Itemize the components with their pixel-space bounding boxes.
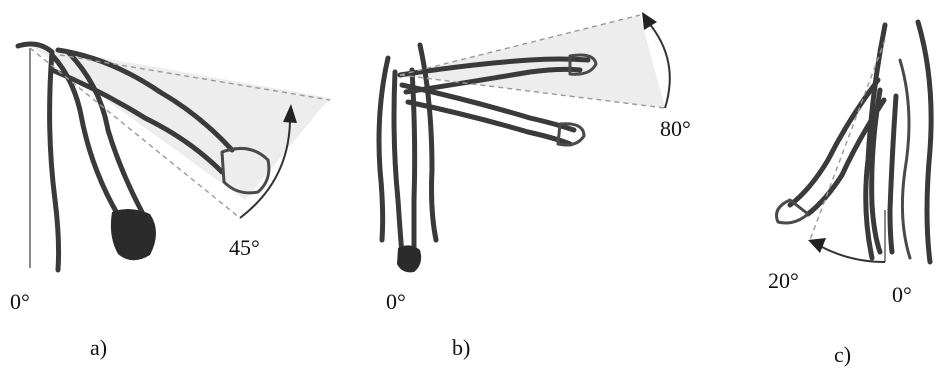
panel-a-end-angle-label: 45° <box>229 235 260 260</box>
panel-c-start-angle-label: 0° <box>892 282 912 307</box>
panel-c-end-angle-label: 20° <box>768 268 799 293</box>
panel-c-arc-arrow-icon <box>808 238 826 253</box>
panel-c-caption: c) <box>834 342 851 367</box>
panel-a-caption: a) <box>90 335 107 360</box>
panel-c-shoulder-contour <box>900 60 910 258</box>
panel-a: 45° 0° a) <box>10 44 330 360</box>
panel-b-torso-left <box>379 58 388 240</box>
panel-b-hand-rest <box>397 245 421 272</box>
panel-c-angle-arc <box>820 246 885 262</box>
panel-b-end-angle-label: 80° <box>660 116 691 141</box>
panel-b: 80° 0° b) <box>379 12 691 360</box>
panel-b-arc-arrow-icon <box>642 12 657 30</box>
panel-b-caption: b) <box>452 335 470 360</box>
panel-a-sweep-area <box>30 45 330 200</box>
panel-a-torso-outline <box>18 44 59 270</box>
panel-a-start-angle-label: 0° <box>10 289 30 314</box>
panel-c-hand-extended <box>777 200 809 223</box>
panel-b-start-angle-label: 0° <box>386 289 406 314</box>
panel-a-hand-rest <box>111 209 156 260</box>
panel-c-torso-back <box>918 22 931 262</box>
panel-c: 20° 0° c) <box>768 22 931 367</box>
